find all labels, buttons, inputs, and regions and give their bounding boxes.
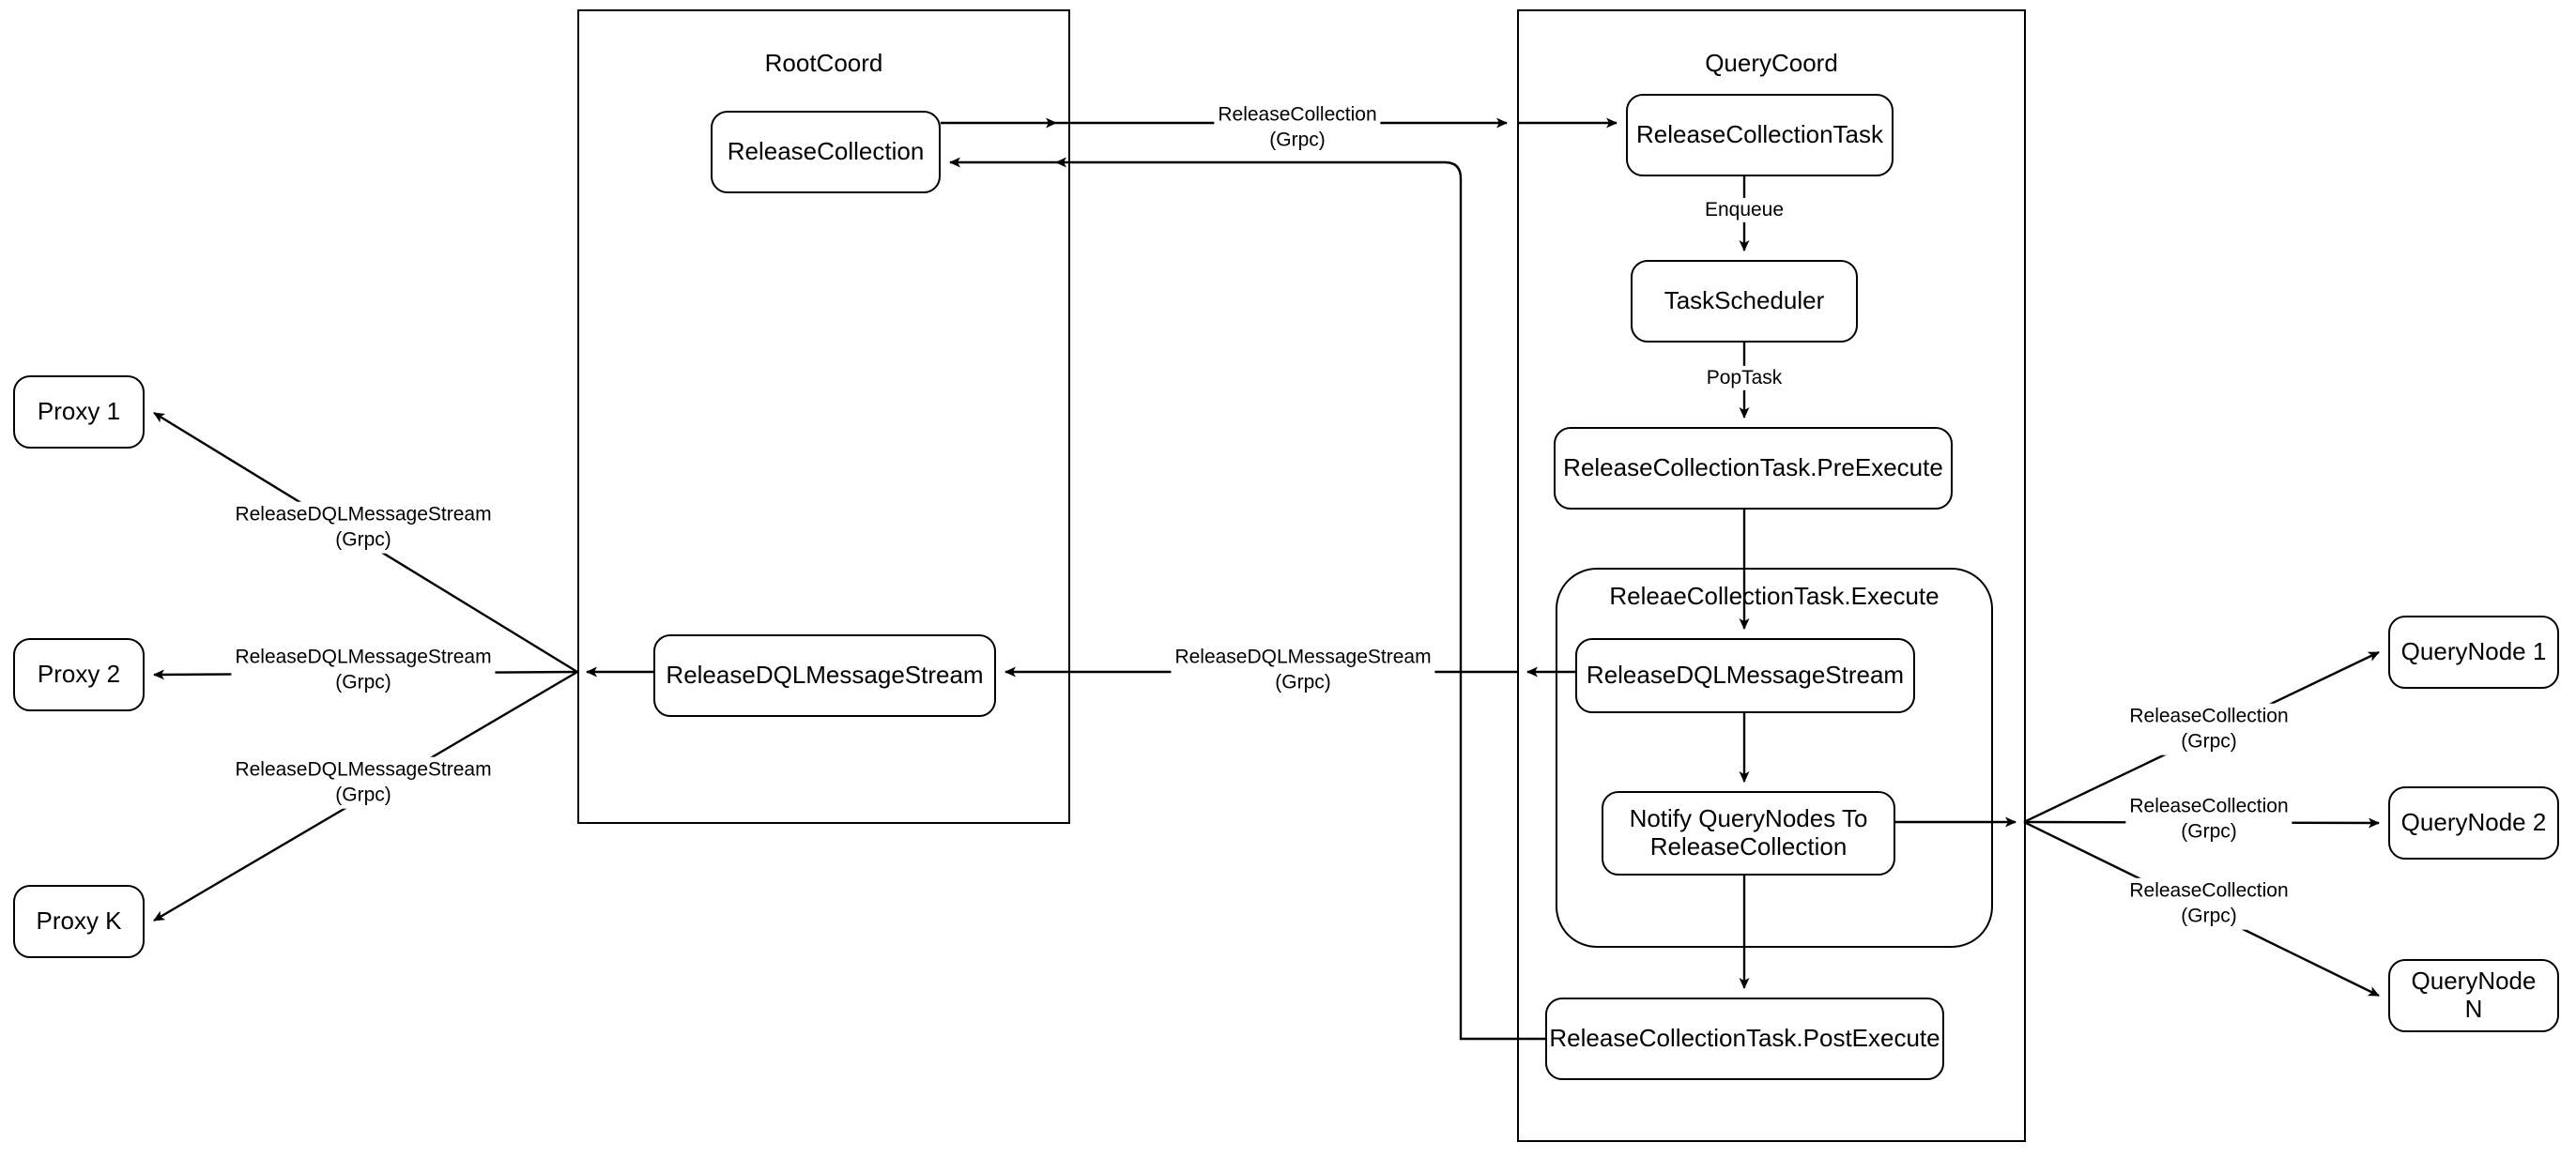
edge-label-line2: (Grpc) (2181, 906, 2237, 927)
node-proxy-2[interactable]: Proxy 2 (13, 638, 145, 711)
node-label-rootcoord-releasecollection: ReleaseCollection (727, 137, 925, 166)
container-title-querycoord: QueryCoord (1705, 49, 1838, 77)
node-querynode-1[interactable]: QueryNode 1 (2388, 616, 2559, 689)
edge-label-releasedqlmessagestream-proxy-2: ReleaseDQLMessageStream (Grpc) (231, 644, 496, 696)
node-label-releasecollectiontask: ReleaseCollectionTask (1635, 120, 1884, 149)
edge-label-line2: (Grpc) (1275, 672, 1331, 693)
edge-label-releasedqlmessagestream-proxy-1: ReleaseDQLMessageStream (Grpc) (231, 501, 496, 554)
node-label-taskscheduler: TaskScheduler (1664, 286, 1825, 315)
edge-label-line1: PopTask (1706, 366, 1783, 388)
edge-label-line1: ReleaseCollection (2129, 879, 2289, 902)
node-label-notify-querynodes: Notify QueryNodes To ReleaseCollection (1629, 804, 1868, 861)
node-label-rootcoord-releasedqlmessagestream: ReleaseDQLMessageStream (666, 661, 984, 690)
node-label-preexecute: ReleaseCollectionTask.PreExecute (1563, 453, 1943, 482)
edge-label-line1: ReleaseDQLMessageStream (235, 503, 492, 526)
node-label-proxy-2: Proxy 2 (37, 660, 121, 689)
node-proxy-1[interactable]: Proxy 1 (13, 375, 145, 449)
edge-label-line2: (Grpc) (2181, 731, 2237, 753)
edge-label-releasecollection-querynode-2: ReleaseCollection (Grpc) (2125, 793, 2292, 845)
edge-label-line1: ReleaseCollection (2129, 705, 2289, 727)
edge-label-releasedqlmessagestream-qc-rc: ReleaseDQLMessageStream (Grpc) (1171, 644, 1435, 696)
edge-label-line2: (Grpc) (335, 529, 391, 551)
edge-label-releasedqlmessagestream-proxy-k: ReleaseDQLMessageStream (Grpc) (231, 756, 496, 809)
node-label-execute-group: ReleaeCollectionTask.Execute (1609, 582, 1940, 610)
node-releasecollectiontask[interactable]: ReleaseCollectionTask (1626, 94, 1894, 176)
edge-label-line1: ReleaseCollection (2129, 795, 2289, 817)
node-querynode-n[interactable]: QueryNode N (2388, 959, 2559, 1032)
edge-label-enqueue: Enqueue (1700, 197, 1788, 223)
node-notify-querynodes-to-releasecollection[interactable]: Notify QueryNodes To ReleaseCollection (1602, 791, 1895, 876)
node-label-querynode-2: QueryNode 2 (2400, 808, 2547, 837)
node-label-querynode-1: QueryNode 1 (2400, 637, 2547, 666)
edge-label-line1: Enqueue (1704, 198, 1785, 221)
edge-label-releasecollection-grpc: ReleaseCollection (Grpc) (1214, 101, 1381, 154)
edge-label-line2: (Grpc) (335, 672, 391, 693)
edge-label-line2: (Grpc) (335, 785, 391, 806)
edge-postexecute-return (1055, 157, 1545, 1041)
node-proxy-k[interactable]: Proxy K (13, 885, 145, 958)
edge-label-line1: ReleaseDQLMessageStream (1174, 646, 1432, 668)
node-label-proxy-1: Proxy 1 (37, 397, 121, 426)
container-rootcoord: RootCoord (577, 9, 1070, 824)
node-rootcoord-releasecollection[interactable]: ReleaseCollection (711, 111, 941, 193)
edge-label-line1: ReleaseDQLMessageStream (235, 646, 492, 668)
container-querycoord: QueryCoord (1517, 9, 2026, 1142)
node-querynode-2[interactable]: QueryNode 2 (2388, 786, 2559, 860)
edge-label-releasecollection-querynode-1: ReleaseCollection (Grpc) (2125, 703, 2292, 755)
edge-label-line2: (Grpc) (2181, 821, 2237, 843)
edge-label-line1: ReleaseDQLMessageStream (235, 758, 492, 781)
node-querycoord-releasedqlmessagestream[interactable]: ReleaseDQLMessageStream (1575, 638, 1915, 713)
node-releasecollectiontask-execute-group[interactable]: ReleaeCollectionTask.Execute (1556, 568, 1993, 948)
edge-label-releasecollection-querynode-n: ReleaseCollection (Grpc) (2125, 877, 2292, 930)
container-title-rootcoord: RootCoord (764, 49, 883, 77)
node-label-proxy-k: Proxy K (36, 906, 122, 936)
edge-label-line2: (Grpc) (1269, 129, 1326, 151)
node-label-querycoord-releasedqlmessagestream: ReleaseDQLMessageStream (1586, 661, 1905, 690)
node-label-postexecute: ReleaseCollectionTask.PostExecute (1549, 1024, 1940, 1053)
node-taskscheduler[interactable]: TaskScheduler (1631, 260, 1858, 343)
node-releasecollectiontask-postexecute[interactable]: ReleaseCollectionTask.PostExecute (1545, 998, 1944, 1080)
node-releasecollectiontask-preexecute[interactable]: ReleaseCollectionTask.PreExecute (1554, 427, 1953, 510)
edge-label-poptask: PopTask (1702, 365, 1786, 391)
node-label-querynode-n: QueryNode N (2411, 967, 2537, 1023)
node-rootcoord-releasedqlmessagestream[interactable]: ReleaseDQLMessageStream (653, 634, 996, 717)
edge-label-line1: ReleaseCollection (1218, 103, 1377, 126)
